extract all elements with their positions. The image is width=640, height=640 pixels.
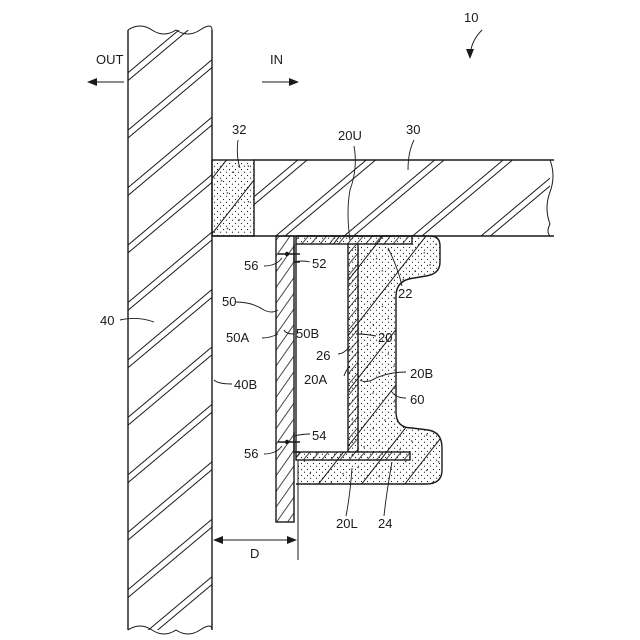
lower-bracket-label: 54 bbox=[312, 428, 326, 443]
fastener-upper-label: 56 bbox=[244, 258, 258, 273]
slab bbox=[212, 160, 554, 236]
beam-upper-flange-label: 20U bbox=[338, 128, 362, 143]
panel bbox=[276, 236, 294, 522]
beam-face-a-label: 20A bbox=[304, 372, 327, 387]
panel-label: 50 bbox=[222, 294, 236, 309]
seal-block bbox=[212, 160, 254, 236]
out-label: OUT bbox=[96, 52, 124, 67]
figure-number-label: 10 bbox=[464, 10, 478, 25]
panel-face-a-label: 50A bbox=[226, 330, 249, 345]
seal-block-label: 32 bbox=[232, 122, 246, 137]
slab-label: 30 bbox=[406, 122, 420, 137]
wall-label: 40 bbox=[100, 313, 114, 328]
upper-gap-label: 22 bbox=[398, 286, 412, 301]
panel-face-b-label: 50B bbox=[296, 326, 319, 341]
wall-inner-face-label: 40B bbox=[234, 377, 257, 392]
figure-number-arrow bbox=[470, 30, 482, 58]
beam-lower-flange-label: 20L bbox=[336, 516, 358, 531]
lower-gap-label: 24 bbox=[378, 516, 392, 531]
in-label: IN bbox=[270, 52, 283, 67]
fastener-lower-label: 56 bbox=[244, 446, 258, 461]
wall bbox=[128, 26, 212, 634]
upper-bracket-label: 52 bbox=[312, 256, 326, 271]
beam-face-b-label: 20B bbox=[410, 366, 433, 381]
distance-label: D bbox=[250, 546, 259, 561]
web-gap-label: 26 bbox=[316, 348, 330, 363]
fireproof-cover-label: 60 bbox=[410, 392, 424, 407]
beam-label: 20 bbox=[378, 330, 392, 345]
